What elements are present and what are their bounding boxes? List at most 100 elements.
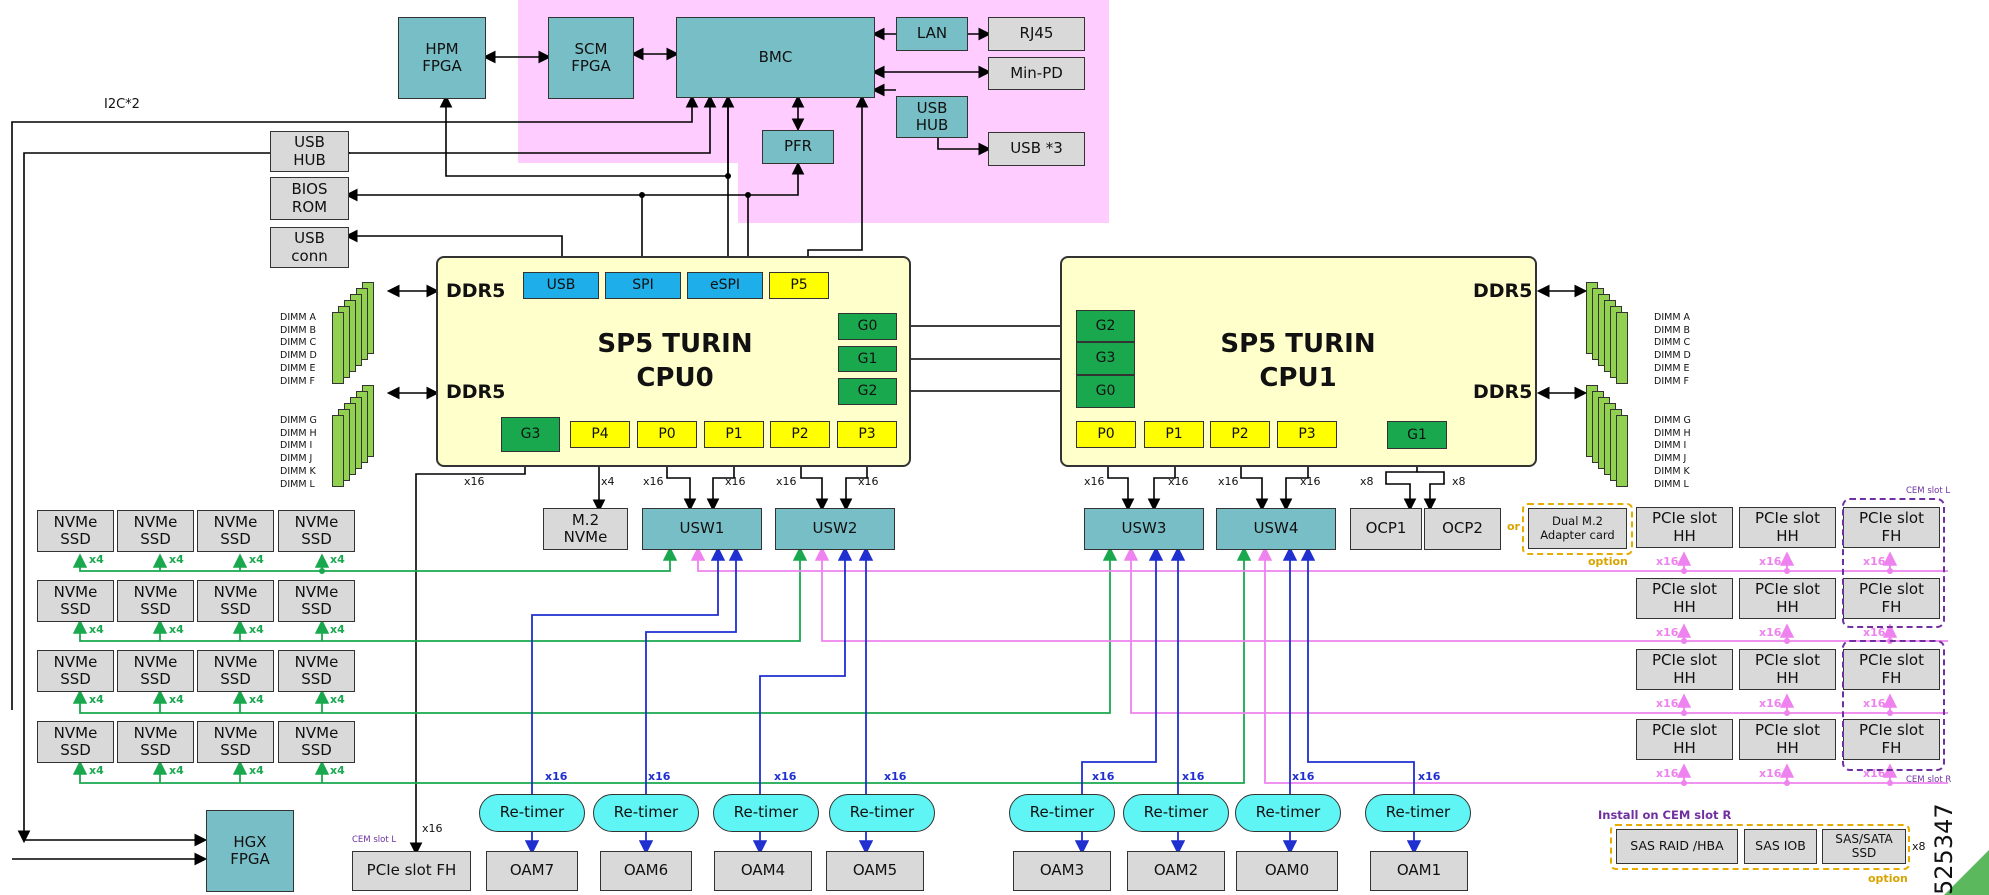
retimer-oam2: Re-timer — [1123, 794, 1229, 832]
nvme-ssd: NVMe SSD — [278, 721, 355, 763]
pcie-slot-fh: PCIe slot FH — [1843, 719, 1940, 760]
nvme-ssd: NVMe SSD — [37, 650, 114, 692]
label-x16-oam0: x16 — [1292, 770, 1315, 783]
cpu1-ddr-top: DDR5 — [1473, 280, 1533, 302]
cpu1-title: SP5 TURIN CPU1 — [1220, 329, 1376, 393]
pfr: PFR — [762, 130, 834, 164]
or-label: or — [1507, 520, 1520, 533]
cpu0-port-g0: G0 — [838, 313, 897, 340]
usw3: USW3 — [1084, 508, 1204, 550]
label-x16-oam1: x16 — [1418, 770, 1441, 783]
bios-rom: BIOS ROM — [270, 177, 349, 220]
dimm-stack-left-top — [326, 282, 386, 390]
usw4: USW4 — [1216, 508, 1336, 550]
label-x16-oam5: x16 — [884, 770, 907, 783]
option-label-storage: option — [1868, 872, 1908, 885]
cpu1-port-g3: G3 — [1076, 342, 1135, 375]
cpu0-port-espi: eSPI — [687, 272, 763, 299]
nvme-ssd: NVMe SSD — [197, 721, 274, 763]
label-x16-pcie: x16 — [1863, 555, 1886, 568]
label-x4-nvme: x4 — [89, 764, 104, 777]
nvme-ssd: NVMe SSD — [117, 580, 194, 622]
label-x8-ocp2: x8 — [1452, 475, 1466, 488]
cpu0-ddr-top: DDR5 — [446, 280, 506, 302]
ocp1: OCP1 — [1350, 508, 1422, 550]
label-x4-nvme: x4 — [330, 553, 345, 566]
pcie-slot-fh: PCIe slot FH — [1843, 507, 1940, 548]
cpu0-port-p1: P1 — [704, 421, 764, 448]
figure-number: 525347 — [1930, 803, 1958, 895]
storage-dashed — [1610, 824, 1910, 870]
label-x4-nvme: x4 — [89, 623, 104, 636]
label-x4-nvme: x4 — [330, 693, 345, 706]
label-x4-nvme: x4 — [249, 623, 264, 636]
retimer-oam0: Re-timer — [1235, 794, 1341, 832]
label-x4-nvme: x4 — [330, 764, 345, 777]
dimm-stack-right-top — [1586, 282, 1646, 390]
label-x16-usw3b: x16 — [1168, 475, 1189, 488]
cpu1-port-p2: P2 — [1210, 421, 1270, 448]
label-x4-nvme: x4 — [169, 764, 184, 777]
cpu1-port-p1: P1 — [1144, 421, 1204, 448]
dimm-stack-right-bottom — [1586, 385, 1646, 493]
hgx-fpga: HGX FPGA — [206, 810, 294, 892]
rj45: RJ45 — [988, 17, 1085, 51]
option-label-m2: option — [1588, 555, 1628, 568]
retimer-oam3: Re-timer — [1009, 794, 1115, 832]
pcie-slot-hh: PCIe slot HH — [1739, 578, 1836, 619]
usb-conn: USB conn — [270, 227, 349, 268]
label-x16-usw3a: x16 — [1084, 475, 1105, 488]
label-x16-usw4a: x16 — [1218, 475, 1239, 488]
pcie-slot-hh: PCIe slot HH — [1636, 649, 1733, 690]
label-x16-pcie: x16 — [1656, 697, 1679, 710]
label-x16-usw1a: x16 — [643, 475, 664, 488]
pcie-slot-fh-bottom: PCIe slot FH — [352, 851, 471, 891]
i2c-label: I2C*2 — [104, 97, 140, 112]
label-x16-usw4b: x16 — [1300, 475, 1321, 488]
cpu0-port-p5: P5 — [769, 272, 829, 299]
nvme-ssd: NVMe SSD — [37, 721, 114, 763]
label-x4-nvme: x4 — [249, 553, 264, 566]
label-x16-oam7: x16 — [545, 770, 568, 783]
label-x16-oam4: x16 — [774, 770, 797, 783]
install-note: Install on CEM slot R — [1598, 808, 1732, 822]
label-x4-nvme: x4 — [330, 623, 345, 636]
label-x4-nvme: x4 — [169, 623, 184, 636]
usw1: USW1 — [642, 508, 762, 550]
corner-triangle — [1944, 850, 1989, 895]
cpu0-port-p0: P0 — [637, 421, 697, 448]
pcie-slot-hh: PCIe slot HH — [1636, 507, 1733, 548]
cpu0-title: SP5 TURIN CPU0 — [597, 329, 753, 393]
nvme-ssd: NVMe SSD — [117, 510, 194, 552]
label-x4-m2: x4 — [601, 475, 615, 488]
cpu0-port-p3: P3 — [837, 421, 897, 448]
hpm-fpga: HPM FPGA — [398, 17, 486, 99]
label-x8-storage: x8 — [1912, 840, 1926, 853]
label-x4-nvme: x4 — [249, 764, 264, 777]
cem-slot-r-label: CEM slot R — [1906, 775, 1952, 785]
nvme-ssd: NVMe SSD — [197, 650, 274, 692]
pcie-slot-hh: PCIe slot HH — [1636, 719, 1733, 760]
label-x16-pcie: x16 — [1656, 555, 1679, 568]
sas-raid-hba: SAS RAID /HBA — [1616, 829, 1738, 864]
retimer-oam4: Re-timer — [713, 794, 819, 832]
cem-slot-r-group — [1842, 640, 1945, 771]
cpu0-port-p4: P4 — [570, 421, 630, 448]
pcie-slot-hh: PCIe slot HH — [1739, 719, 1836, 760]
sas-iob: SAS IOB — [1744, 829, 1817, 864]
label-x16-pcie: x16 — [1759, 697, 1782, 710]
label-x16-usw2b: x16 — [858, 475, 879, 488]
label-x4-nvme: x4 — [89, 553, 104, 566]
cpu1-port-g1: G1 — [1387, 421, 1447, 449]
pcie-slot-hh: PCIe slot HH — [1739, 649, 1836, 690]
nvme-ssd: NVMe SSD — [278, 650, 355, 692]
label-x16-pcie: x16 — [1656, 767, 1679, 780]
cpu0-port-usb: USB — [523, 272, 599, 299]
cpu1-port-g0: G0 — [1076, 375, 1135, 408]
label-x16-pcie: x16 — [1863, 626, 1886, 639]
nvme-ssd: NVMe SSD — [197, 580, 274, 622]
cpu0-port-g2: G2 — [838, 378, 897, 405]
